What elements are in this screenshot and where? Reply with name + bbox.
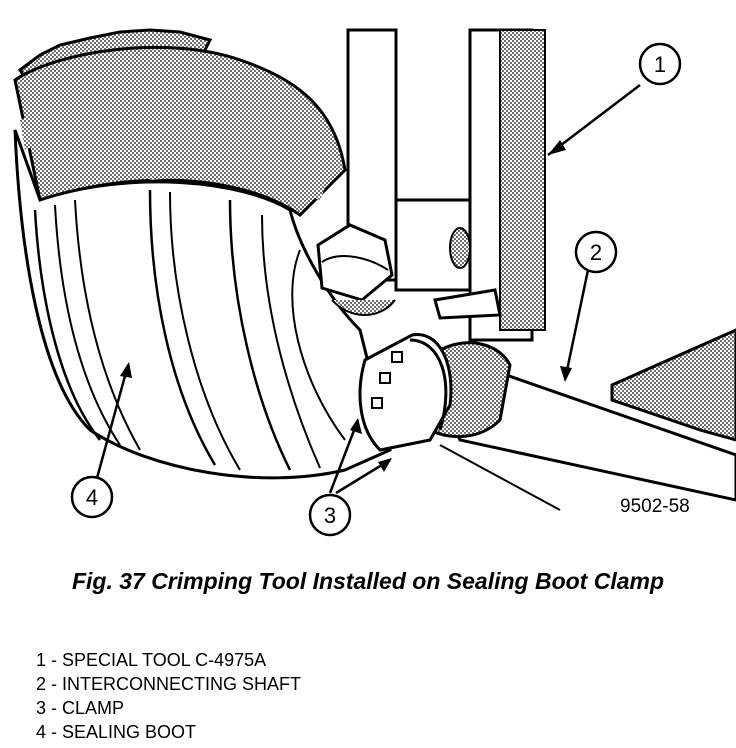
crimping-tool-illustration: 1 2 3 4 9502-58 [13, 28, 736, 537]
callout-2-number: 2 [590, 240, 602, 265]
sealing-boot [13, 28, 392, 480]
leader-2 [563, 269, 590, 381]
callout-4-number: 4 [86, 485, 98, 510]
legend: 1 - SPECIAL TOOL C-4975A 2 - INTERCONNEC… [36, 648, 301, 744]
leader-lines [95, 84, 641, 495]
legend-item-4: 4 - SEALING BOOT [36, 722, 197, 742]
callout-4: 4 [70, 475, 114, 519]
interconnecting-shaft [417, 341, 736, 511]
figure-art-id: 9502-58 [620, 496, 690, 517]
legend-item-2: 2 - INTERCONNECTING SHAFT [36, 674, 302, 694]
callout-3-number: 3 [324, 503, 336, 528]
leader-1 [547, 84, 641, 156]
background-shaft [610, 328, 736, 442]
figure-caption: Fig. 37 Crimping Tool Installed on Seali… [71, 568, 665, 594]
callout-1: 1 [638, 42, 682, 86]
legend-item-1: 1 - SPECIAL TOOL C-4975A [36, 650, 267, 670]
special-tool [316, 28, 546, 342]
legend-item-3: 3 - CLAMP [36, 698, 125, 718]
callout-1-number: 1 [654, 52, 666, 77]
clamp [358, 333, 453, 452]
leader-3a [328, 419, 360, 494]
leader-4 [95, 364, 130, 479]
callout-3: 3 [308, 493, 352, 537]
callout-2: 2 [574, 230, 618, 274]
